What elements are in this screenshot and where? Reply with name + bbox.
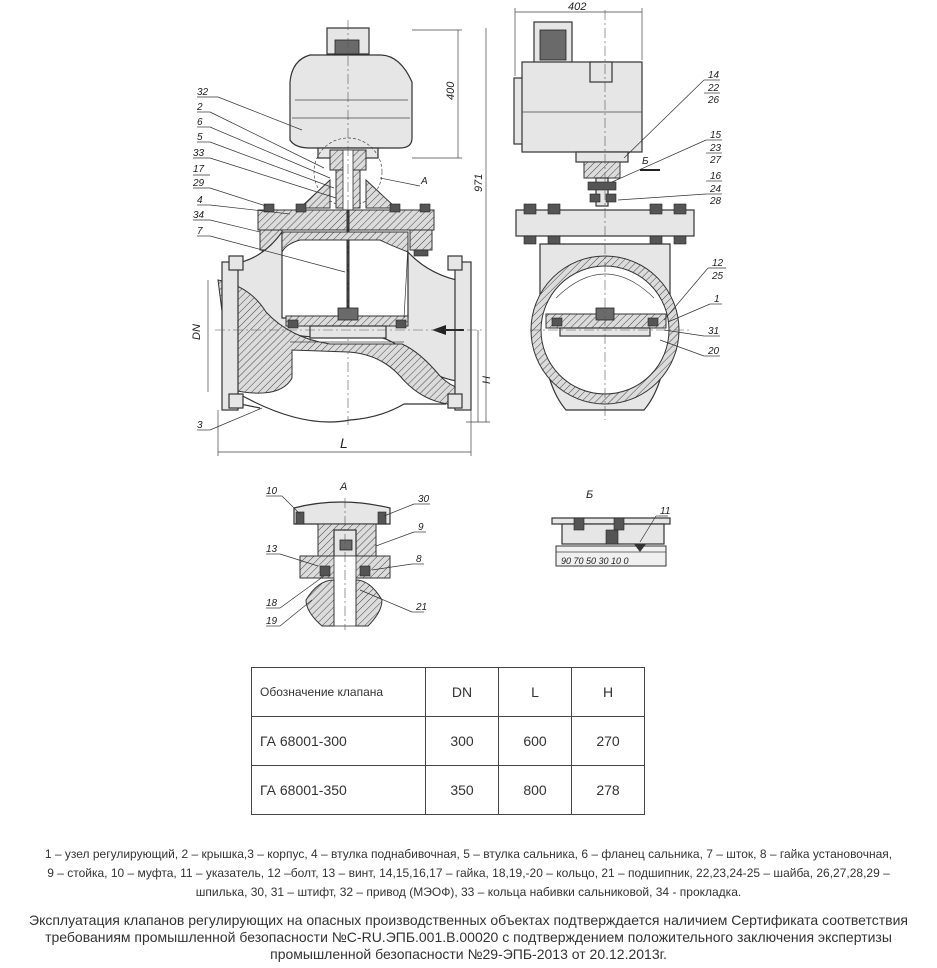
front-actuator bbox=[289, 27, 413, 159]
table-cell: ГА 68001-300 bbox=[251, 716, 426, 766]
callout-2: 2 bbox=[196, 102, 203, 113]
front-valve-body bbox=[217, 230, 472, 423]
column-header-dn: DN bbox=[425, 667, 499, 717]
column-header-designation: Обозначение клапана bbox=[251, 667, 426, 717]
h-dimension-label: H bbox=[481, 376, 493, 384]
callout-32: 32 bbox=[197, 87, 209, 98]
table-row: ГА 68001-350 350 800 278 bbox=[251, 765, 645, 815]
callout-30: 30 bbox=[418, 494, 430, 505]
callout-34: 34 bbox=[193, 210, 205, 221]
certification-note: Эксплуатация клапанов регулирующих на оп… bbox=[0, 912, 937, 963]
side-callouts: 14 22 26 15 23 27 Б 16 24 28 12 25 1 bbox=[611, 70, 726, 357]
legend-line: 1 – узел регулирующий, 2 – крышка,3 – ко… bbox=[44, 847, 893, 861]
note-line: требованиям промышленной безопасности №С… bbox=[45, 929, 892, 945]
callout-11: 11 bbox=[660, 506, 670, 517]
table-cell: ГА 68001-350 bbox=[251, 765, 426, 815]
side-actuator bbox=[513, 21, 643, 163]
detail-a-reference: А bbox=[420, 176, 428, 187]
legend-line: шпилька, 30, 31 – штифт, 32 – привод (МЭ… bbox=[195, 885, 742, 899]
detail-a-view: А 10 30 9 13 8 18 19 21 bbox=[266, 481, 430, 630]
detail-a-callouts: 10 30 9 13 8 18 19 21 bbox=[266, 486, 430, 627]
table-cell: 600 bbox=[498, 716, 572, 766]
front-view: L DN H 400 971 32 2 6 5 33 17 bbox=[191, 20, 493, 456]
callout-1: 1 bbox=[714, 294, 720, 305]
callout-23: 23 bbox=[709, 143, 722, 154]
column-header-h: H bbox=[571, 667, 645, 717]
callout-3: 3 bbox=[197, 420, 203, 431]
table-cell: 300 bbox=[425, 716, 499, 766]
callout-21: 21 bbox=[415, 602, 427, 613]
callout-16: 16 bbox=[710, 171, 722, 182]
callout-29: 29 bbox=[192, 178, 205, 189]
side-view: 402 14 22 26 15 23 27 Б 16 24 28 12 25 bbox=[513, 1, 726, 420]
valve-spec-table: Обозначение клапана DN L H ГА 68001-300 … bbox=[251, 667, 645, 815]
parts-legend: 1 – узел регулирующий, 2 – крышка,3 – ко… bbox=[0, 845, 937, 902]
table-cell: 350 bbox=[425, 765, 499, 815]
callout-6: 6 bbox=[197, 117, 203, 128]
section-b-marker: Б bbox=[642, 156, 649, 167]
callout-31: 31 bbox=[708, 326, 719, 337]
callout-20: 20 bbox=[707, 346, 720, 357]
callout-8: 8 bbox=[416, 554, 422, 565]
callout-7: 7 bbox=[197, 226, 203, 237]
callout-19: 19 bbox=[266, 616, 278, 627]
callout-26: 26 bbox=[707, 95, 720, 106]
callout-24: 24 bbox=[709, 184, 722, 195]
table-cell: 278 bbox=[571, 765, 645, 815]
callout-25: 25 bbox=[711, 271, 724, 282]
column-header-l: L bbox=[498, 667, 572, 717]
side-stand bbox=[583, 161, 621, 207]
note-line: промышленной безопасности №29-ЭПБ-2013 о… bbox=[270, 946, 667, 962]
table-header-row: Обозначение клапана DN L H bbox=[251, 667, 645, 717]
callout-27: 27 bbox=[709, 155, 722, 166]
length-dimension-label: L bbox=[340, 435, 348, 451]
callout-13: 13 bbox=[266, 544, 278, 555]
callout-9: 9 bbox=[418, 522, 424, 533]
table-row: ГА 68001-300 300 600 270 bbox=[251, 716, 645, 766]
table-cell: 800 bbox=[498, 765, 572, 815]
legend-line: 9 – стойка, 10 – муфта, 11 – указатель, … bbox=[47, 866, 890, 880]
actuator-height-label: 400 bbox=[445, 81, 457, 100]
total-height-label: 971 bbox=[473, 174, 485, 192]
callout-28: 28 bbox=[709, 196, 722, 207]
dn-dimension-label: DN bbox=[191, 324, 203, 340]
front-dimensions: L DN H 400 971 bbox=[191, 28, 493, 456]
detail-b-view: Б 90 70 50 30 10 0 11 bbox=[551, 489, 671, 567]
note-line: Эксплуатация клапанов регулирующих на оп… bbox=[29, 912, 908, 928]
side-width-label: 402 bbox=[568, 1, 586, 13]
valve-technical-drawing: L DN H 400 971 32 2 6 5 33 17 bbox=[191, 1, 726, 630]
callout-4: 4 bbox=[197, 195, 203, 206]
position-scale-numbers: 90 70 50 30 10 0 bbox=[561, 556, 629, 566]
table-cell: 270 bbox=[571, 716, 645, 766]
detail-b-title: Б bbox=[586, 489, 593, 501]
callout-5: 5 bbox=[197, 132, 203, 143]
front-callouts: 32 2 6 5 33 17 29 4 34 7 3 А bbox=[192, 87, 428, 431]
callout-10: 10 bbox=[266, 486, 278, 497]
callout-15: 15 bbox=[710, 130, 722, 141]
callout-17: 17 bbox=[193, 164, 205, 175]
callout-22: 22 bbox=[707, 83, 720, 94]
callout-18: 18 bbox=[266, 598, 278, 609]
detail-a-title: А bbox=[339, 481, 347, 493]
callout-12: 12 bbox=[712, 258, 724, 269]
callout-14: 14 bbox=[708, 70, 720, 81]
callout-33: 33 bbox=[193, 148, 205, 159]
